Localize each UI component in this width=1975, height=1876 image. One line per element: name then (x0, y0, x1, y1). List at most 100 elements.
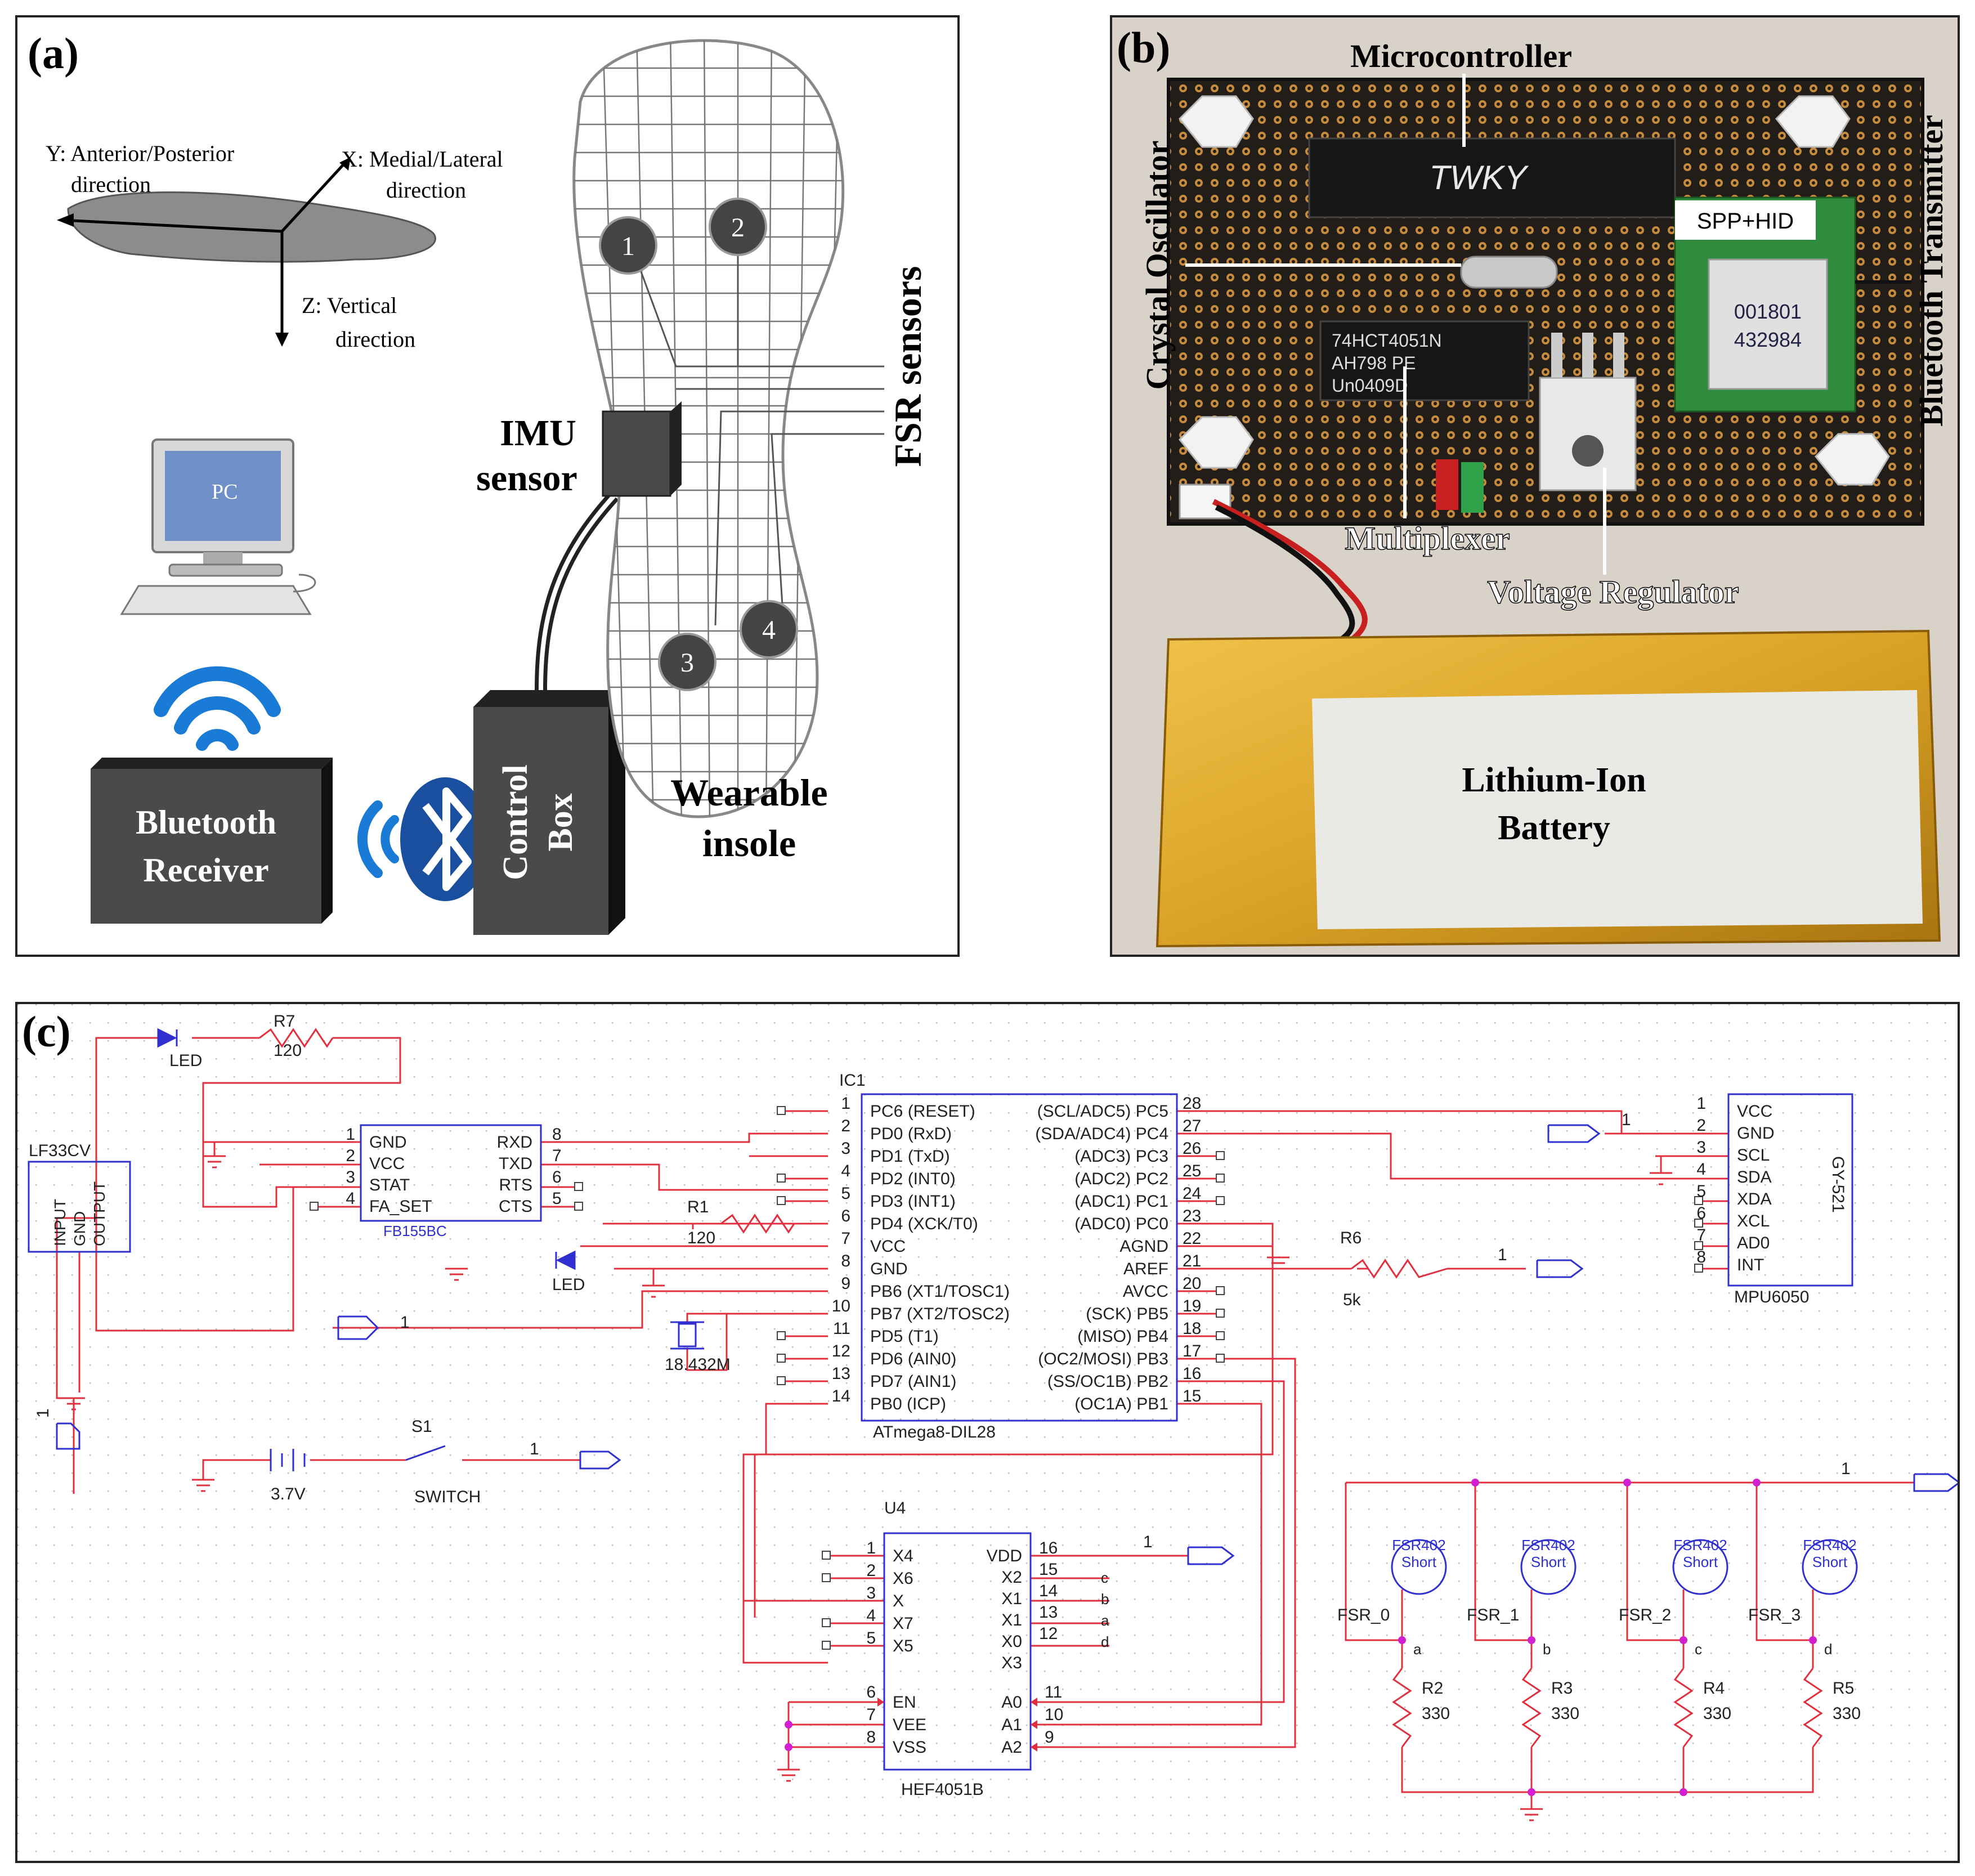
green-led (1461, 462, 1484, 513)
microcontroller-label: Microcontroller (1350, 38, 1572, 74)
panel-a-label: (a) (28, 29, 79, 78)
u4-pin-number: 1 (866, 1539, 876, 1557)
port-label: 1 (1622, 1111, 1631, 1129)
wearable-insole-label-2: insole (702, 822, 796, 865)
r7-name: R7 (274, 1012, 295, 1031)
u4-pin-number: 4 (866, 1606, 876, 1625)
fsr-sensor-4: 4 (740, 600, 798, 659)
lithium-ion-battery (1156, 629, 1941, 948)
wifi-icon (154, 666, 281, 751)
fsr-part: Short (1683, 1553, 1718, 1570)
ic1-pin-name: PD1 (TxD) (870, 1147, 950, 1166)
nc-pin-markers (310, 1106, 1703, 1650)
fsr-resistor-value: 330 (1703, 1704, 1731, 1723)
ic1-pin-name: PD6 (AIN0) (870, 1350, 956, 1368)
regulator-name: LF33CV (29, 1141, 91, 1160)
ic1-pin-number: 11 (833, 1319, 850, 1338)
component-outlines (28, 1028, 1858, 1771)
voltage-regulator (1539, 333, 1637, 491)
ic1-pin-number: 19 (1183, 1297, 1201, 1315)
mpu-pin-name: VCC (1737, 1102, 1772, 1121)
mpu-pin-number: 4 (1696, 1160, 1706, 1179)
power-connector (1179, 483, 1231, 520)
ic1-pin-number: 26 (1183, 1139, 1201, 1158)
u4-pin-number: 2 (866, 1561, 876, 1580)
imu-sensor-box (602, 401, 682, 497)
axis-y-label-2: direction (71, 172, 151, 197)
ic1-pin-number: 7 (841, 1229, 850, 1248)
ic1-pin-number: 25 (1183, 1162, 1201, 1180)
fsr-net: a (1413, 1641, 1422, 1658)
mpu-pin-name: SDA (1737, 1168, 1772, 1187)
pc-label: PC (212, 480, 238, 504)
port-label: 1 (1498, 1246, 1507, 1264)
bt-pin-number: 1 (346, 1125, 355, 1144)
voltage-regulator-label: Voltage Regulator (1487, 574, 1739, 610)
ic1-pin-number: 14 (832, 1387, 850, 1405)
r7-value: 120 (274, 1041, 302, 1060)
bt-pin-number: 3 (346, 1168, 355, 1187)
crystal-oscillator-label: Crystal Oscillator (1139, 141, 1176, 390)
u4-pin-number: 9 (1045, 1728, 1054, 1747)
fsr-name: FSR_1 (1467, 1606, 1519, 1624)
ic1-pin-number: 24 (1183, 1184, 1201, 1203)
u4-net-label: c (1101, 1569, 1108, 1586)
svg-text:2: 2 (731, 213, 745, 243)
led-label: LED (169, 1051, 202, 1070)
u4-pin-number: 3 (866, 1584, 876, 1602)
axis-z-label-2: direction (335, 326, 415, 352)
ic1-pin-name: (OC1A) PB1 (1074, 1395, 1168, 1413)
svg-text:432984: 432984 (1734, 328, 1802, 351)
panel-a: (a) Y: Anterior/Posterior direction X: M… (15, 15, 960, 957)
bt-pin-number: 5 (552, 1189, 562, 1208)
bt-pin-name: RTS (499, 1176, 532, 1194)
fsr-name: FSR_0 (1337, 1606, 1390, 1624)
ic1-pin-name: AREF (1123, 1260, 1168, 1278)
mpu-pin-number: 3 (1696, 1138, 1706, 1157)
u4-pin-name: VDD (987, 1547, 1022, 1565)
ic1-pin-number: 10 (832, 1297, 850, 1315)
foot-axes-sketch: Y: Anterior/Posterior direction X: Media… (46, 141, 503, 352)
port-label: 1 (1841, 1459, 1851, 1478)
u4-pin-name: X5 (893, 1637, 913, 1655)
mpu-pin-number: 7 (1696, 1226, 1706, 1244)
u4-pin-name: X3 (1001, 1654, 1022, 1672)
u4-pin-name: X7 (893, 1614, 913, 1633)
resistors (259, 1028, 1823, 1748)
fsr-resistor-value: 330 (1422, 1704, 1450, 1723)
r6-name: R6 (1340, 1229, 1362, 1247)
ic1-pin-number: 12 (832, 1342, 850, 1360)
bt-module-body (360, 1124, 542, 1222)
control-box-label-2: Box (541, 793, 580, 851)
ic1-pin-name: PB7 (XT2/TOSC2) (870, 1305, 1010, 1323)
ic1-pin-number: 23 (1183, 1207, 1201, 1225)
u4-pin-number: 15 (1039, 1560, 1058, 1579)
control-box: Control Box (473, 690, 625, 935)
u4-pin-name: X1 (1001, 1611, 1022, 1629)
mpu-pin-name: INT (1737, 1256, 1764, 1274)
foot-shape (67, 191, 436, 263)
u4-pin-name: X6 (893, 1569, 913, 1588)
microcontroller-chip: TWKY (1308, 137, 1676, 218)
fsr-resistor-value: 330 (1833, 1704, 1861, 1723)
ic1-pin-number: 16 (1183, 1364, 1201, 1383)
ic1-name: IC1 (839, 1071, 866, 1090)
fsr-resistor-name: R2 (1422, 1679, 1443, 1698)
junction-dots (785, 1479, 1817, 1796)
ic1-pin-name: PD4 (XCK/T0) (870, 1215, 978, 1233)
fsr-name: FSR_2 (1619, 1606, 1671, 1624)
u4-pin-number: 6 (866, 1683, 876, 1702)
r1-name: R1 (687, 1198, 709, 1216)
regulator-pin: OUTPUT (91, 1181, 108, 1246)
fsr-sensor-2: 2 (709, 198, 767, 256)
u4-pin-number: 5 (866, 1629, 876, 1647)
ic1-pin-name: (SCL/ADC5) PC5 (1037, 1102, 1168, 1121)
bluetooth-receiver-label-1: Bluetooth (136, 804, 276, 841)
ic1-pin-number: 5 (841, 1184, 850, 1203)
signal-arcs-icon (357, 800, 399, 878)
battery-value: 3.7V (271, 1485, 306, 1503)
mpu-pin-name: AD0 (1737, 1234, 1770, 1252)
u4-pin-number: 7 (866, 1705, 876, 1724)
ic1-pin-number: 22 (1183, 1229, 1201, 1248)
ic1-pin-name: (SCK) PB5 (1086, 1305, 1168, 1323)
